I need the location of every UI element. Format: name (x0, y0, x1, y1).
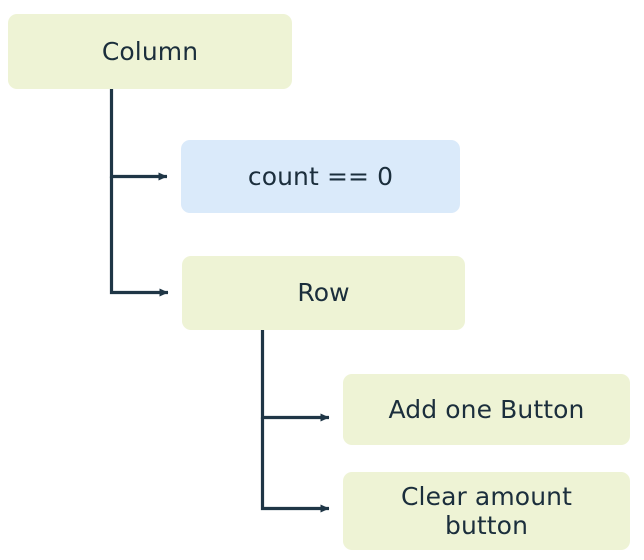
node-clear-label-line2: button (444, 511, 529, 540)
node-clear-label: Clear amount button (401, 482, 572, 541)
node-column[interactable]: Column (8, 14, 292, 89)
node-column-label: Column (101, 36, 199, 66)
edge-column-to-row (109, 176, 169, 297)
node-clear-amount-button[interactable]: Clear amount button (343, 472, 630, 550)
node-count-label: count == 0 (247, 161, 394, 191)
node-add-one-label: Add one Button (388, 394, 585, 424)
node-clear-label-line1: Clear amount (401, 481, 572, 511)
node-add-one-button[interactable]: Add one Button (343, 374, 630, 445)
node-row-label: Row (297, 278, 350, 308)
edge-column-to-count (109, 89, 168, 181)
node-count-condition[interactable]: count == 0 (181, 140, 460, 213)
edge-row-to-add-one (260, 330, 330, 422)
edge-row-to-clear (260, 417, 330, 513)
node-row[interactable]: Row (182, 256, 465, 330)
